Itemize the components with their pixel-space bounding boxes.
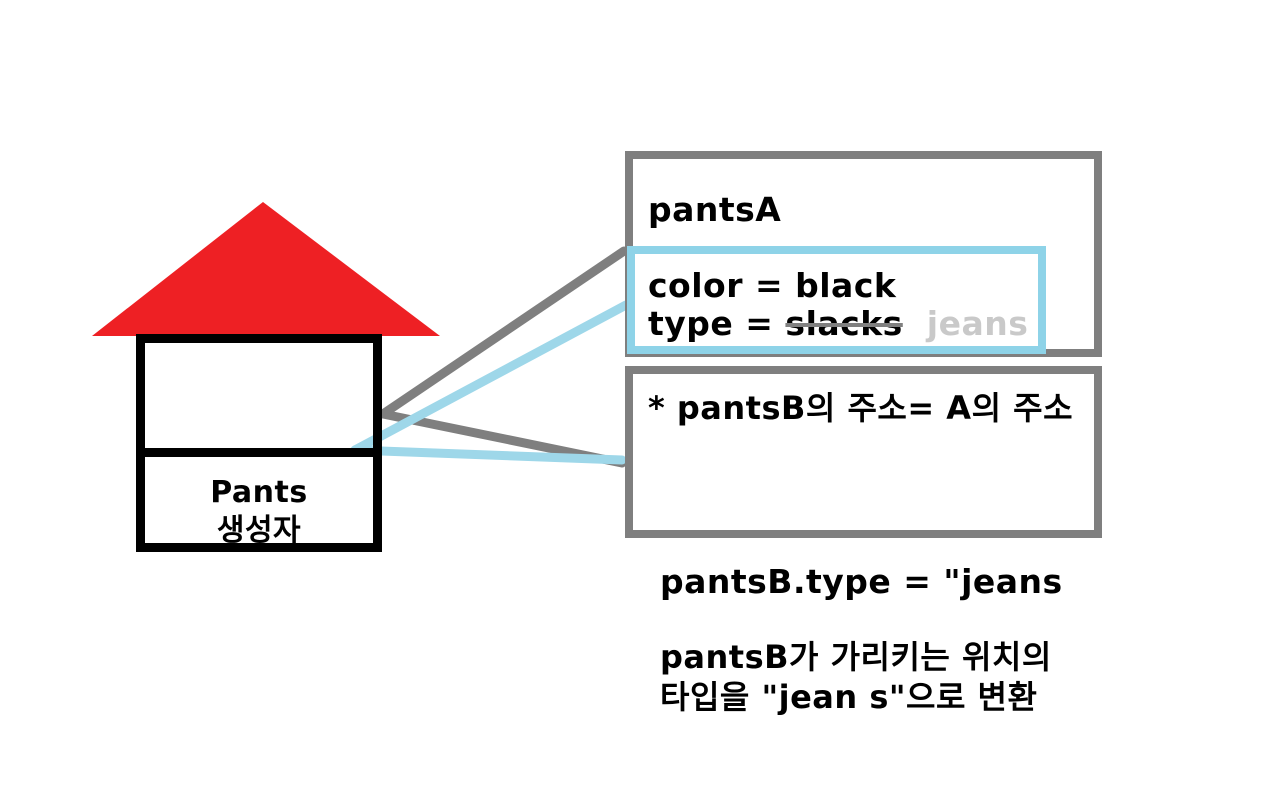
house-label-line1: Pants bbox=[210, 475, 308, 510]
caption-description: pantsB가 가리키는 위치의 타입을 "jean s"으로 변환 bbox=[660, 637, 1052, 717]
house-floor-divider bbox=[136, 448, 382, 457]
house-label-line2: 생성자 bbox=[216, 513, 302, 548]
field-color: color = black bbox=[648, 266, 897, 305]
object-title: pantsA bbox=[648, 190, 782, 229]
field-type-new-value: jeans bbox=[926, 304, 1029, 343]
caption-description-line1: pantsB가 가리키는 위치의 bbox=[660, 638, 1052, 676]
field-type: type = slacks jeans bbox=[648, 305, 1028, 343]
house-roof-icon bbox=[92, 202, 440, 336]
gray-leader-lower bbox=[378, 409, 627, 468]
caption-assignment: pantsB.type = "jeans bbox=[660, 562, 1063, 601]
field-type-old-value: slacks bbox=[785, 304, 903, 343]
field-type-label: type = bbox=[648, 304, 786, 343]
caption-description-line2: 타입을 "jean s"으로 변환 bbox=[660, 678, 1038, 716]
house-body bbox=[136, 334, 382, 552]
note-text: * pantsB의 주소= A의 주소 bbox=[648, 389, 1074, 427]
house-label: Pants 생성자 bbox=[136, 474, 382, 550]
note-box bbox=[625, 366, 1102, 538]
object-fields: color = black type = slacks jeans bbox=[648, 267, 1028, 343]
blue-leader-lower bbox=[350, 445, 627, 465]
highlight-box bbox=[627, 246, 1046, 354]
